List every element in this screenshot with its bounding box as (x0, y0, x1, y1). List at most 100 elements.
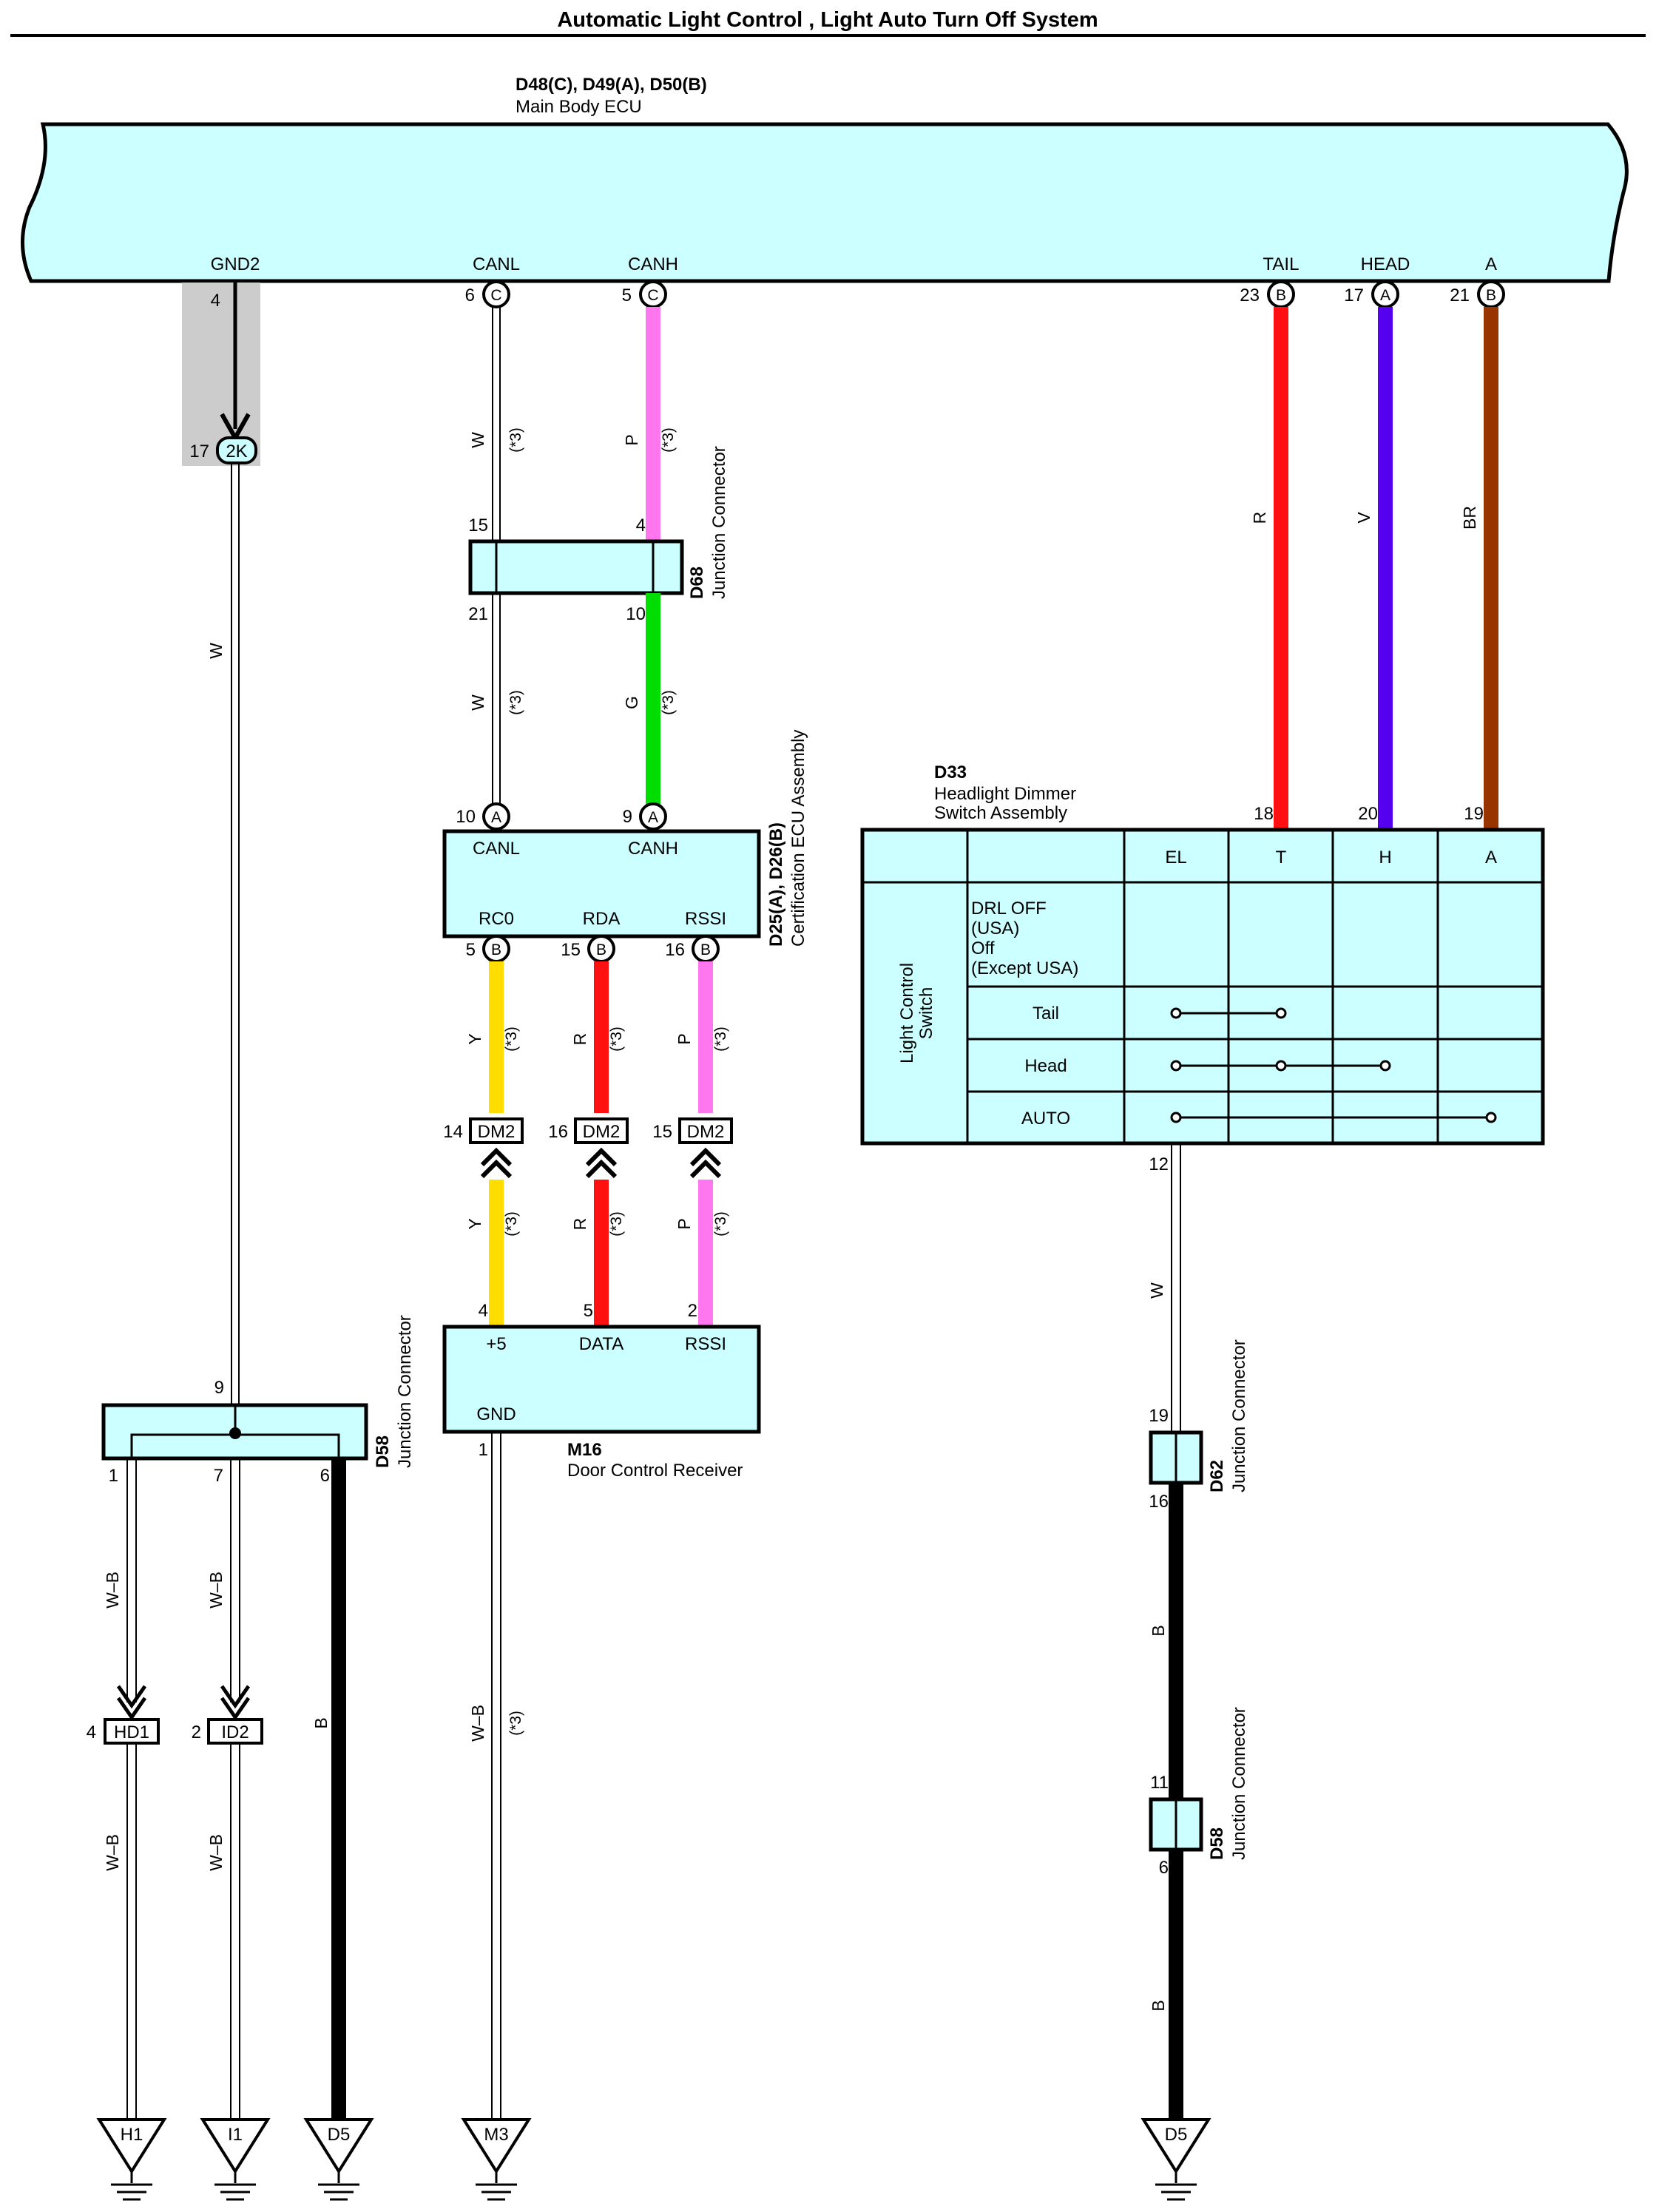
y-wire-lower-label: Y (465, 1218, 484, 1229)
ecu-a-pin-tag: B (1486, 287, 1496, 304)
m16-pin-rssi: 2 (688, 1301, 697, 1321)
switch-col-a: A (1485, 848, 1497, 867)
b-wire-d58b-label: B (1149, 2000, 1168, 2011)
connector-2k-label: 2K (226, 442, 247, 461)
connector-hd1 (104, 1718, 160, 1745)
head-wire-label: V (1354, 512, 1373, 524)
canl-wire-top (492, 307, 501, 540)
d33-pin-a: 19 (1464, 804, 1484, 824)
ecu-code: D48(C), D49(A), D50(B) (516, 75, 707, 95)
d68-pin-canh-in: 4 (636, 515, 646, 535)
switch-side-label-2: Switch (916, 987, 936, 1040)
ground-d5: D5 (303, 2118, 374, 2201)
cert-pin-canh-number: 9 (623, 807, 632, 827)
r-wire-upper-label: R (570, 1033, 589, 1046)
m16-pin-gnd: 1 (479, 1440, 488, 1460)
m16-label-data: DATA (579, 1334, 623, 1354)
d62-name: Junction Connector (1229, 1339, 1249, 1492)
d58b-code: D58 (1207, 1827, 1227, 1860)
connector-2k (216, 436, 257, 464)
cert-pin-rc0-tag: B (491, 941, 501, 958)
ecu-pin-head: HEAD (1361, 254, 1410, 274)
switch-row-off-3: Off (971, 938, 995, 958)
ground-i1-label: I1 (228, 2125, 243, 2145)
switch-row-off-4: (Except USA) (971, 958, 1078, 978)
ecu-canh-pin-tag: C (647, 287, 658, 304)
ground-d5-label: D5 (328, 2125, 351, 2145)
cert-pin-canl-tag: A (491, 809, 501, 826)
switch-col-el: EL (1165, 848, 1186, 867)
ecu-canl-pin-tag: C (490, 287, 501, 304)
p-wire-upper-label: P (675, 1033, 694, 1044)
ecu-tail-pin-number: 23 (1240, 285, 1260, 305)
ground-d5b: D5 (1140, 2118, 1211, 2201)
ecu-body (20, 122, 1629, 283)
p-wire-upper-note: (*3) (712, 1026, 729, 1052)
cert-label-rc0: RC0 (479, 909, 514, 929)
dm2-r-connector (574, 1117, 629, 1179)
connector-hd1-label: HD1 (114, 1722, 149, 1742)
ecu-a-pin-number: 21 (1450, 285, 1470, 305)
y-wire-lower-note: (*3) (503, 1211, 520, 1237)
switch-conn-tail (1170, 1007, 1287, 1019)
ecu-head-pin-tag: A (1380, 287, 1390, 304)
switch-side-label-1: Light Control (897, 963, 917, 1063)
wb-wire-1-label: W–B (103, 1572, 122, 1609)
d68-pin-canh-out: 10 (626, 604, 646, 624)
d58b-pin-out: 6 (1159, 1858, 1169, 1878)
d68-code: D68 (687, 566, 707, 599)
b-wire-6-label: B (311, 1717, 331, 1728)
wb-wire-7b (230, 1743, 240, 2121)
m16-label-gnd: GND (476, 1404, 516, 1424)
ecu-pin-gnd2: GND2 (211, 254, 260, 274)
canl-wire-mid (492, 593, 501, 805)
d58b-pin-in: 11 (1150, 1773, 1169, 1793)
canl-wire-mid-note: (*3) (507, 690, 524, 715)
ecu-canh-pin-number: 5 (622, 285, 632, 305)
dm2-p-pin: 15 (652, 1122, 672, 1142)
wb-wire-7 (230, 1458, 240, 1702)
r-wire-lower-note: (*3) (608, 1211, 625, 1237)
tail-wire-label: R (1250, 512, 1269, 524)
cert-label-canl: CANL (473, 839, 520, 859)
wb-wire-1 (126, 1458, 137, 1702)
ground-h1: H1 (96, 2118, 167, 2201)
ground-m3: M3 (461, 2118, 532, 2201)
d68-connector (468, 539, 684, 595)
switch-table (860, 828, 1545, 1146)
m16-label-5v: +5 (486, 1334, 506, 1354)
switch-col-h: H (1379, 848, 1391, 867)
switch-row-tail: Tail (1033, 1004, 1059, 1024)
switch-row-auto: AUTO (1021, 1109, 1070, 1129)
cert-label-rda: RDA (583, 909, 621, 929)
y-wire-upper-note: (*3) (503, 1026, 520, 1052)
cert-pin-rda-number: 15 (561, 940, 581, 960)
id2-arrow (220, 1685, 251, 1721)
d33-name-1: Headlight Dimmer (934, 784, 1076, 804)
d58b-name: Junction Connector (1229, 1707, 1249, 1860)
p-wire-lower-label: P (675, 1218, 694, 1229)
canl-wire-top-note: (*3) (507, 427, 524, 453)
wb-wire-1b (126, 1743, 137, 2121)
d68-pin-canl-out: 21 (468, 604, 488, 624)
ecu-name: Main Body ECU (516, 97, 642, 117)
r-wire-upper-note: (*3) (608, 1026, 625, 1052)
dm2-r-pin: 16 (548, 1122, 568, 1142)
d58-code: D58 (373, 1435, 393, 1468)
canh-wire-top-label: P (622, 434, 641, 445)
ecu-pin-tail: TAIL (1263, 254, 1300, 274)
cert-pin-canl-number: 10 (456, 807, 476, 827)
ecu-head-pin-number: 17 (1344, 285, 1364, 305)
ecu-canl-pin-number: 6 (465, 285, 475, 305)
connector-2k-pin: 17 (189, 442, 209, 461)
cert-pin-rssi-number: 16 (665, 940, 685, 960)
d62-pin-in: 19 (1149, 1406, 1169, 1426)
canl-wire-top-label: W (468, 432, 487, 448)
m16-gnd-wire-label: W–B (468, 1705, 487, 1742)
ecu-canl-pin (482, 280, 510, 308)
dm2-p-connector (678, 1117, 733, 1179)
d58-pin-1: 1 (109, 1466, 118, 1486)
m16-gnd-wire (491, 1432, 501, 2121)
w-wire-left-label: W (206, 643, 226, 659)
